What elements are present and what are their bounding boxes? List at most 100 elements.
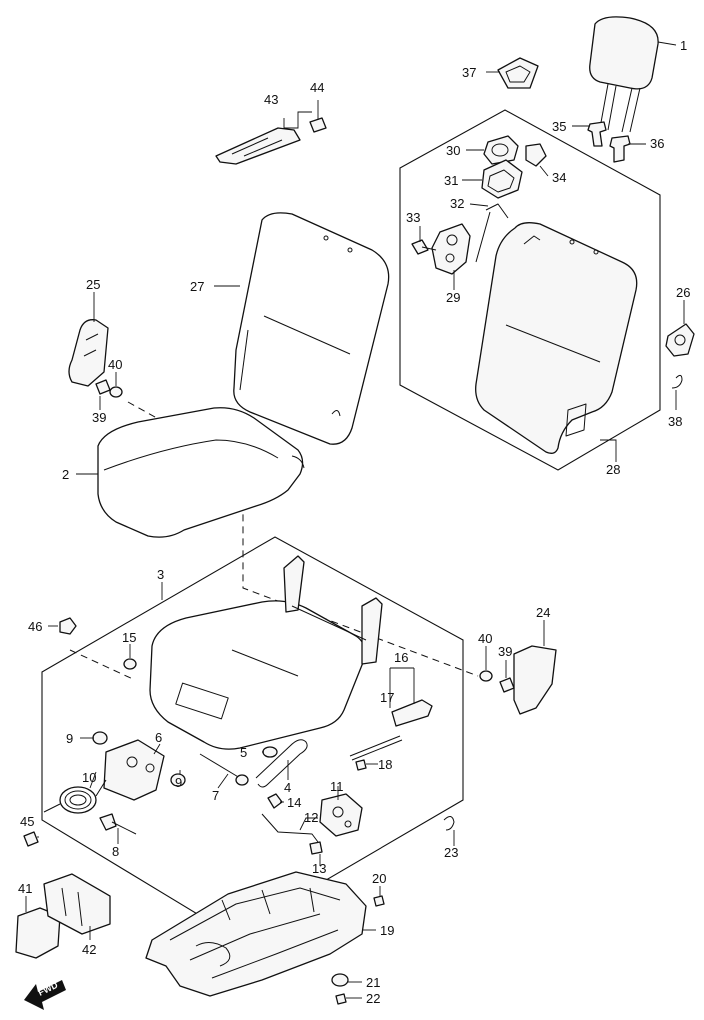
seat-latch	[319, 793, 363, 837]
cushion-upright-right	[361, 597, 383, 665]
callout-5: 5	[240, 745, 247, 760]
screw-18	[355, 759, 367, 771]
callout-40: 40	[108, 357, 122, 372]
leader-lines	[25, 41, 685, 999]
headrest	[589, 16, 659, 133]
callout-9: 9	[66, 731, 73, 746]
headrest-guide-left	[587, 121, 607, 147]
callout-33: 33	[406, 210, 420, 225]
callout-11: 11	[330, 779, 344, 794]
hinge-bolt	[95, 379, 111, 395]
recliner-bolt	[411, 239, 437, 255]
long-pin-head	[235, 774, 249, 786]
callout-10: 10	[82, 770, 96, 785]
callout-4: 4	[284, 780, 291, 795]
callout-27: 27	[190, 279, 204, 294]
callout-31: 31	[444, 173, 458, 188]
headrest-guide-cover	[497, 57, 539, 89]
release-lever	[391, 699, 433, 727]
callout-9b: 9	[175, 775, 182, 790]
callout-12: 12	[304, 810, 318, 825]
hinge-plate	[103, 739, 165, 801]
callout-30: 30	[446, 143, 460, 158]
washer-5	[262, 746, 278, 758]
lock-cylinder	[483, 135, 519, 165]
hinge-cover	[68, 319, 109, 387]
callout-39b: 39	[498, 644, 512, 659]
callout-38: 38	[668, 414, 682, 429]
nut-14	[267, 793, 283, 809]
long-pin	[199, 753, 241, 779]
callout-6: 6	[155, 730, 162, 745]
bolt-45	[23, 831, 39, 847]
seat-frame	[145, 871, 367, 997]
release-lever-rod	[349, 735, 403, 761]
clip-23	[443, 816, 455, 831]
release-cable	[255, 739, 308, 788]
bolt-13	[309, 841, 323, 855]
callout-23: 23	[444, 845, 458, 860]
latch-bolt	[309, 117, 327, 133]
front-cover-42	[43, 873, 111, 935]
callout-15: 15	[122, 630, 136, 645]
callout-8: 8	[112, 844, 119, 859]
callout-7: 7	[212, 788, 219, 803]
callout-41: 41	[18, 881, 32, 896]
side-cover	[513, 645, 557, 715]
callout-43: 43	[264, 92, 278, 107]
recliner-bracket	[431, 223, 471, 275]
callout-3: 3	[157, 567, 164, 582]
callout-14: 14	[287, 795, 301, 810]
callout-20: 20	[372, 871, 386, 886]
callout-18: 18	[378, 757, 392, 772]
callout-26: 26	[676, 285, 690, 300]
callout-36: 36	[650, 136, 664, 151]
callout-46: 46	[28, 619, 42, 634]
nut-15	[123, 658, 137, 670]
callout-16: 16	[394, 650, 408, 665]
return-spring	[43, 779, 107, 814]
lock-assembly	[481, 159, 523, 199]
callout-44: 44	[310, 80, 324, 95]
callout-22: 22	[366, 991, 380, 1006]
callout-24: 24	[536, 605, 550, 620]
callout-34: 34	[552, 170, 566, 185]
headrest-guide-right	[609, 135, 631, 163]
cap-21	[331, 973, 349, 987]
screw-20	[373, 895, 385, 907]
hinge-shaft	[99, 813, 137, 835]
front-cover-41	[15, 907, 61, 959]
cover-bolt	[499, 677, 515, 693]
callout-19: 19	[380, 923, 394, 938]
link-rod	[261, 813, 319, 843]
forward-arrow-icon: FWD	[24, 980, 66, 1010]
cushion-cross-rod	[291, 605, 367, 641]
callout-1: 1	[680, 38, 687, 53]
callout-45: 45	[20, 814, 34, 829]
lock-clip	[525, 143, 547, 167]
nut-46	[59, 617, 77, 635]
callout-17: 17	[380, 690, 394, 705]
callout-42: 42	[82, 942, 96, 957]
cover-washer	[479, 670, 493, 682]
cushion-assembly-frame	[41, 536, 464, 936]
callout-37: 37	[462, 65, 476, 80]
cushion-in-frame	[149, 600, 366, 750]
trim-clip	[671, 374, 683, 389]
seatback-assembly-frame	[399, 109, 661, 471]
callout-21: 21	[366, 975, 380, 990]
callout-28: 28	[606, 462, 620, 477]
callout-2: 2	[62, 467, 69, 482]
seatback-frame	[475, 222, 638, 454]
bushing-lower	[170, 773, 186, 787]
side-bracket	[665, 323, 695, 357]
callout-13: 13	[312, 861, 326, 876]
hinge-washer	[109, 386, 123, 398]
seatback-cushion	[233, 212, 390, 445]
callout-39: 39	[92, 410, 106, 425]
seat-cushion-pad	[97, 407, 305, 538]
callout-35: 35	[552, 119, 566, 134]
cushion-upright-left	[283, 555, 305, 613]
callout-32: 32	[450, 196, 464, 211]
